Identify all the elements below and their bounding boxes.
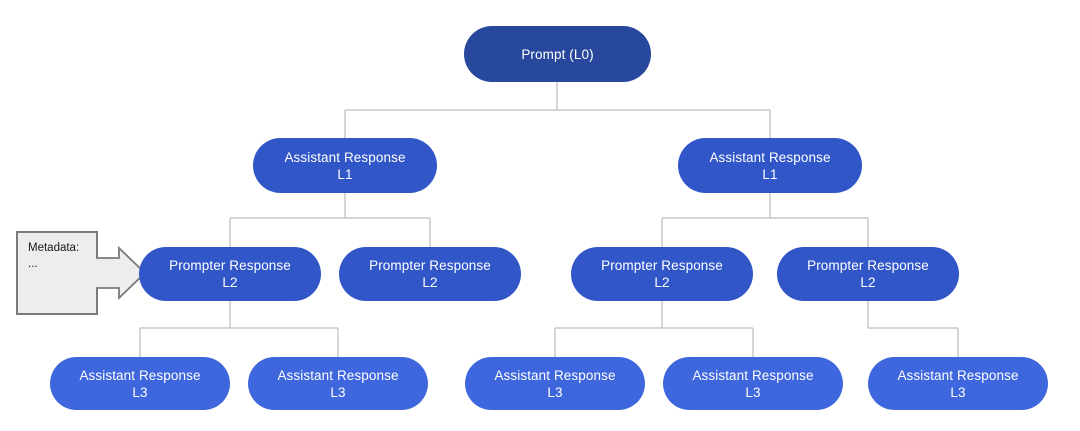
node-label-line1: Assistant Response xyxy=(79,367,201,383)
node-label-line2: L2 xyxy=(222,275,238,290)
node-label-line1: Assistant Response xyxy=(284,149,406,165)
node-prompter-response-l2-2: Prompter Response L2 xyxy=(339,247,521,301)
metadata-note: Metadata: ... xyxy=(16,231,98,315)
node-prompter-response-l2-4: Prompter Response L2 xyxy=(777,247,959,301)
node-label-line2: L3 xyxy=(745,384,761,400)
node-assistant-response-l3-3: Assistant Response L3 xyxy=(465,357,645,410)
node-label-line2: L2 xyxy=(654,275,670,290)
node-assistant-response-l3-2: Assistant Response L3 xyxy=(248,357,428,410)
connector-root-to-l1 xyxy=(344,82,771,138)
node-assistant-response-l1-2: Assistant Response L1 xyxy=(678,138,862,193)
node-label-line1: Assistant Response xyxy=(692,367,814,383)
node-assistant-response-l1-1: Assistant Response L1 xyxy=(253,138,437,193)
node-label-line2: L2 xyxy=(860,275,876,290)
connector-l2-1-to-l3 xyxy=(139,301,339,357)
node-label-line1: Assistant Response xyxy=(709,149,831,165)
node-label: Prompt (L0) xyxy=(521,46,594,62)
node-assistant-response-l3-1: Assistant Response L3 xyxy=(50,357,230,410)
node-label-line1: Prompter Response xyxy=(369,258,491,273)
metadata-arrow xyxy=(96,245,147,301)
node-prompter-response-l2-3: Prompter Response L2 xyxy=(571,247,753,301)
connector-l1right-to-l2 xyxy=(661,193,869,247)
node-assistant-response-l3-5: Assistant Response L3 xyxy=(868,357,1048,410)
node-assistant-response-l3-4: Assistant Response L3 xyxy=(663,357,843,410)
node-label-line1: Prompter Response xyxy=(169,258,291,273)
node-prompt-l0: Prompt (L0) xyxy=(464,26,651,82)
node-label-line2: L3 xyxy=(132,384,148,400)
node-label-line2: L1 xyxy=(762,166,778,182)
node-label-line2: L3 xyxy=(950,384,966,400)
node-label-line2: L3 xyxy=(547,384,563,400)
node-prompter-response-l2-1: Prompter Response L2 xyxy=(139,247,321,301)
node-label-line1: Prompter Response xyxy=(601,258,723,273)
metadata-note-body: ... xyxy=(28,258,38,270)
node-label-line2: L3 xyxy=(330,384,346,400)
node-label-line2: L2 xyxy=(422,275,438,290)
metadata-note-title: Metadata: xyxy=(28,242,80,254)
connector-l2-3-to-l3 xyxy=(554,301,754,357)
node-label-line1: Assistant Response xyxy=(494,367,616,383)
node-label-line1: Prompter Response xyxy=(807,258,929,273)
node-label-line1: Assistant Response xyxy=(897,367,1019,383)
node-label-line1: Assistant Response xyxy=(277,367,399,383)
connector-l1left-to-l2 xyxy=(229,193,431,247)
connector-l2-4-to-l3 xyxy=(867,301,959,357)
node-label-line2: L1 xyxy=(337,166,353,182)
